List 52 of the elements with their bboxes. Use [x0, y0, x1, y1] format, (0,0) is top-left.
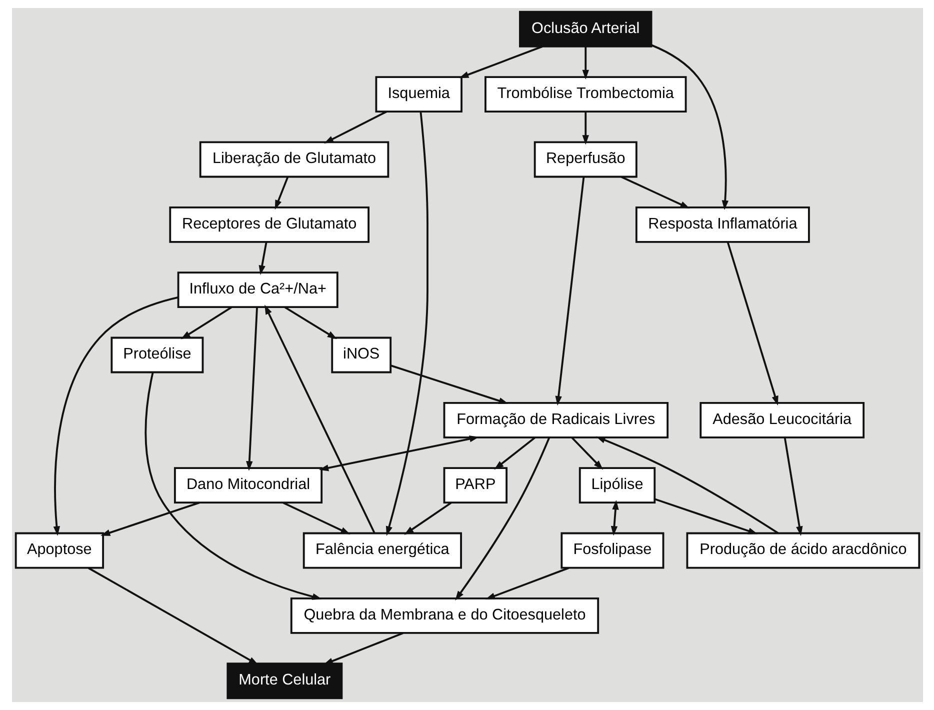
arrow [258, 242, 267, 275]
node-box: Fosfolipase [560, 532, 664, 569]
arrow [322, 632, 403, 665]
node-box: Isquemia [374, 76, 462, 113]
node-box: Morte Celular [226, 662, 342, 700]
node-box: Apoptose [14, 532, 104, 569]
arrow [620, 176, 690, 209]
arrow [318, 436, 479, 472]
arrow [610, 500, 618, 536]
node-box: Receptores de Glutamato [168, 206, 369, 243]
node-box: Trombólise Trombectomia [484, 76, 686, 113]
arrow [274, 176, 288, 210]
arrow [554, 176, 584, 406]
arrow [654, 498, 758, 534]
node-box: PARP [442, 467, 508, 504]
node-box: Lipólise [578, 467, 656, 504]
node-box: Liberação de Glutamato [198, 141, 389, 178]
arrow [180, 306, 232, 340]
arrow [385, 112, 428, 536]
arrow [246, 307, 258, 471]
arrow [390, 364, 508, 404]
node-box: Produção de ácido aracdônico [686, 532, 920, 569]
arrow [595, 436, 778, 534]
arrow [52, 296, 178, 536]
arrow [323, 110, 386, 144]
node-box: iNOS [330, 336, 392, 374]
node-box: Reperfusão [533, 141, 637, 178]
arrow [284, 306, 337, 340]
arrow [783, 438, 802, 536]
arrow [582, 112, 588, 145]
node-box: Falência energética [302, 532, 462, 569]
arrow [454, 437, 550, 600]
arrow [570, 437, 603, 470]
arrow [650, 44, 728, 210]
arrow [484, 567, 569, 600]
node-box: Adesão Leucocitária [699, 402, 864, 438]
node-box: Influxo de Ca²+/Na+ [176, 272, 338, 308]
arrow [87, 567, 258, 665]
arrow [582, 46, 588, 80]
arrow [404, 502, 452, 535]
arrow [100, 502, 200, 536]
node-box: Quebra da Membrana e do Citoesqueleto [290, 597, 599, 634]
node-box: Oclusão Arterial [518, 10, 652, 48]
arrow [264, 304, 375, 534]
arrow [458, 46, 542, 78]
node-box: Dano Mitocondrial [173, 467, 322, 504]
arrow [726, 242, 778, 406]
arrow [282, 502, 350, 534]
node-box: Proteólise [110, 336, 204, 374]
node-box: Resposta Inflamatória [634, 206, 810, 243]
arrow [494, 437, 535, 470]
node-box: Formação de Radicais Livres [442, 402, 668, 438]
